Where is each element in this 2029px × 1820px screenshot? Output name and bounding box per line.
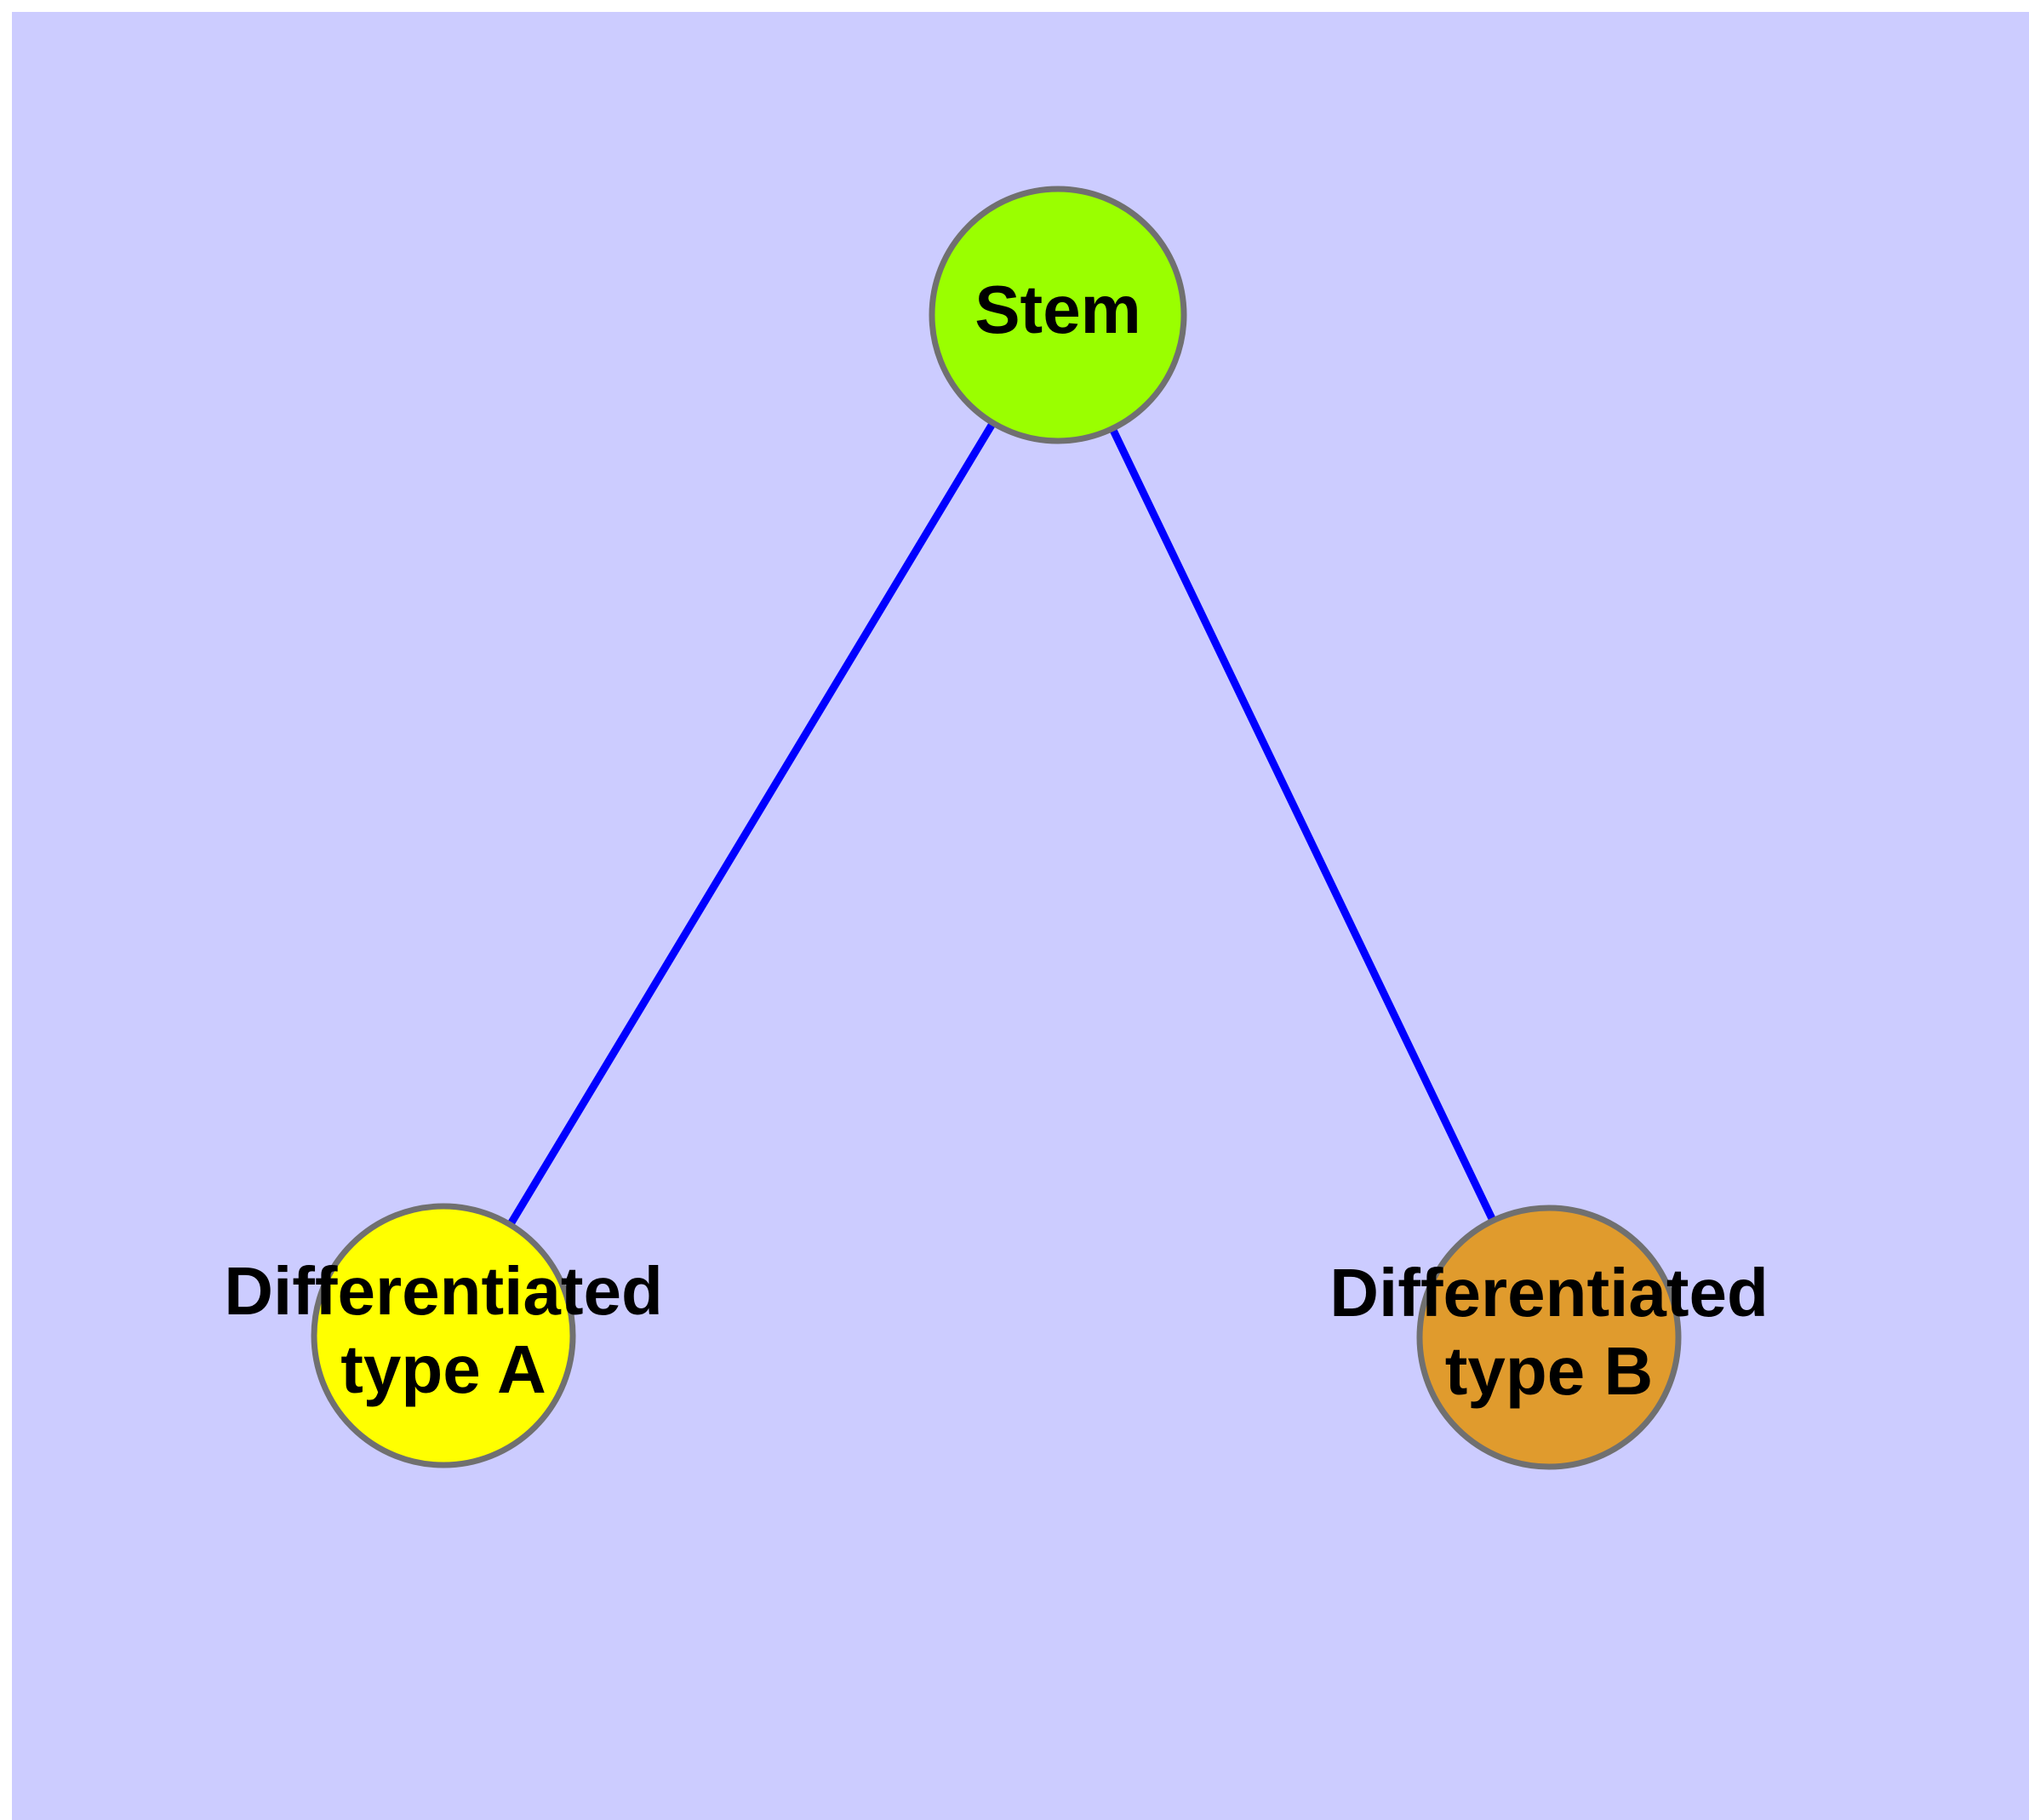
node-label-line: type A [340, 1331, 546, 1407]
node-label-line: Stem [974, 272, 1141, 347]
graph-edge-stem-to-diff-a [440, 312, 1061, 1338]
graph-node-stem[interactable] [929, 186, 1187, 444]
graph-node-diff-a[interactable] [311, 1203, 576, 1468]
edges-layer [440, 312, 1553, 1339]
node-label-stem: Stem [974, 272, 1141, 347]
node-label-line: Differentiated [1329, 1255, 1769, 1331]
node-circle-diff-a[interactable] [311, 1203, 576, 1468]
node-label-line: type B [1445, 1333, 1654, 1409]
node-circle-stem[interactable] [929, 186, 1187, 444]
graph-edge-stem-to-diff-b [1054, 313, 1553, 1339]
node-label-line: Differentiated [224, 1253, 663, 1329]
node-circle-diff-b[interactable] [1416, 1205, 1682, 1470]
graph-node-diff-b[interactable] [1416, 1205, 1682, 1470]
